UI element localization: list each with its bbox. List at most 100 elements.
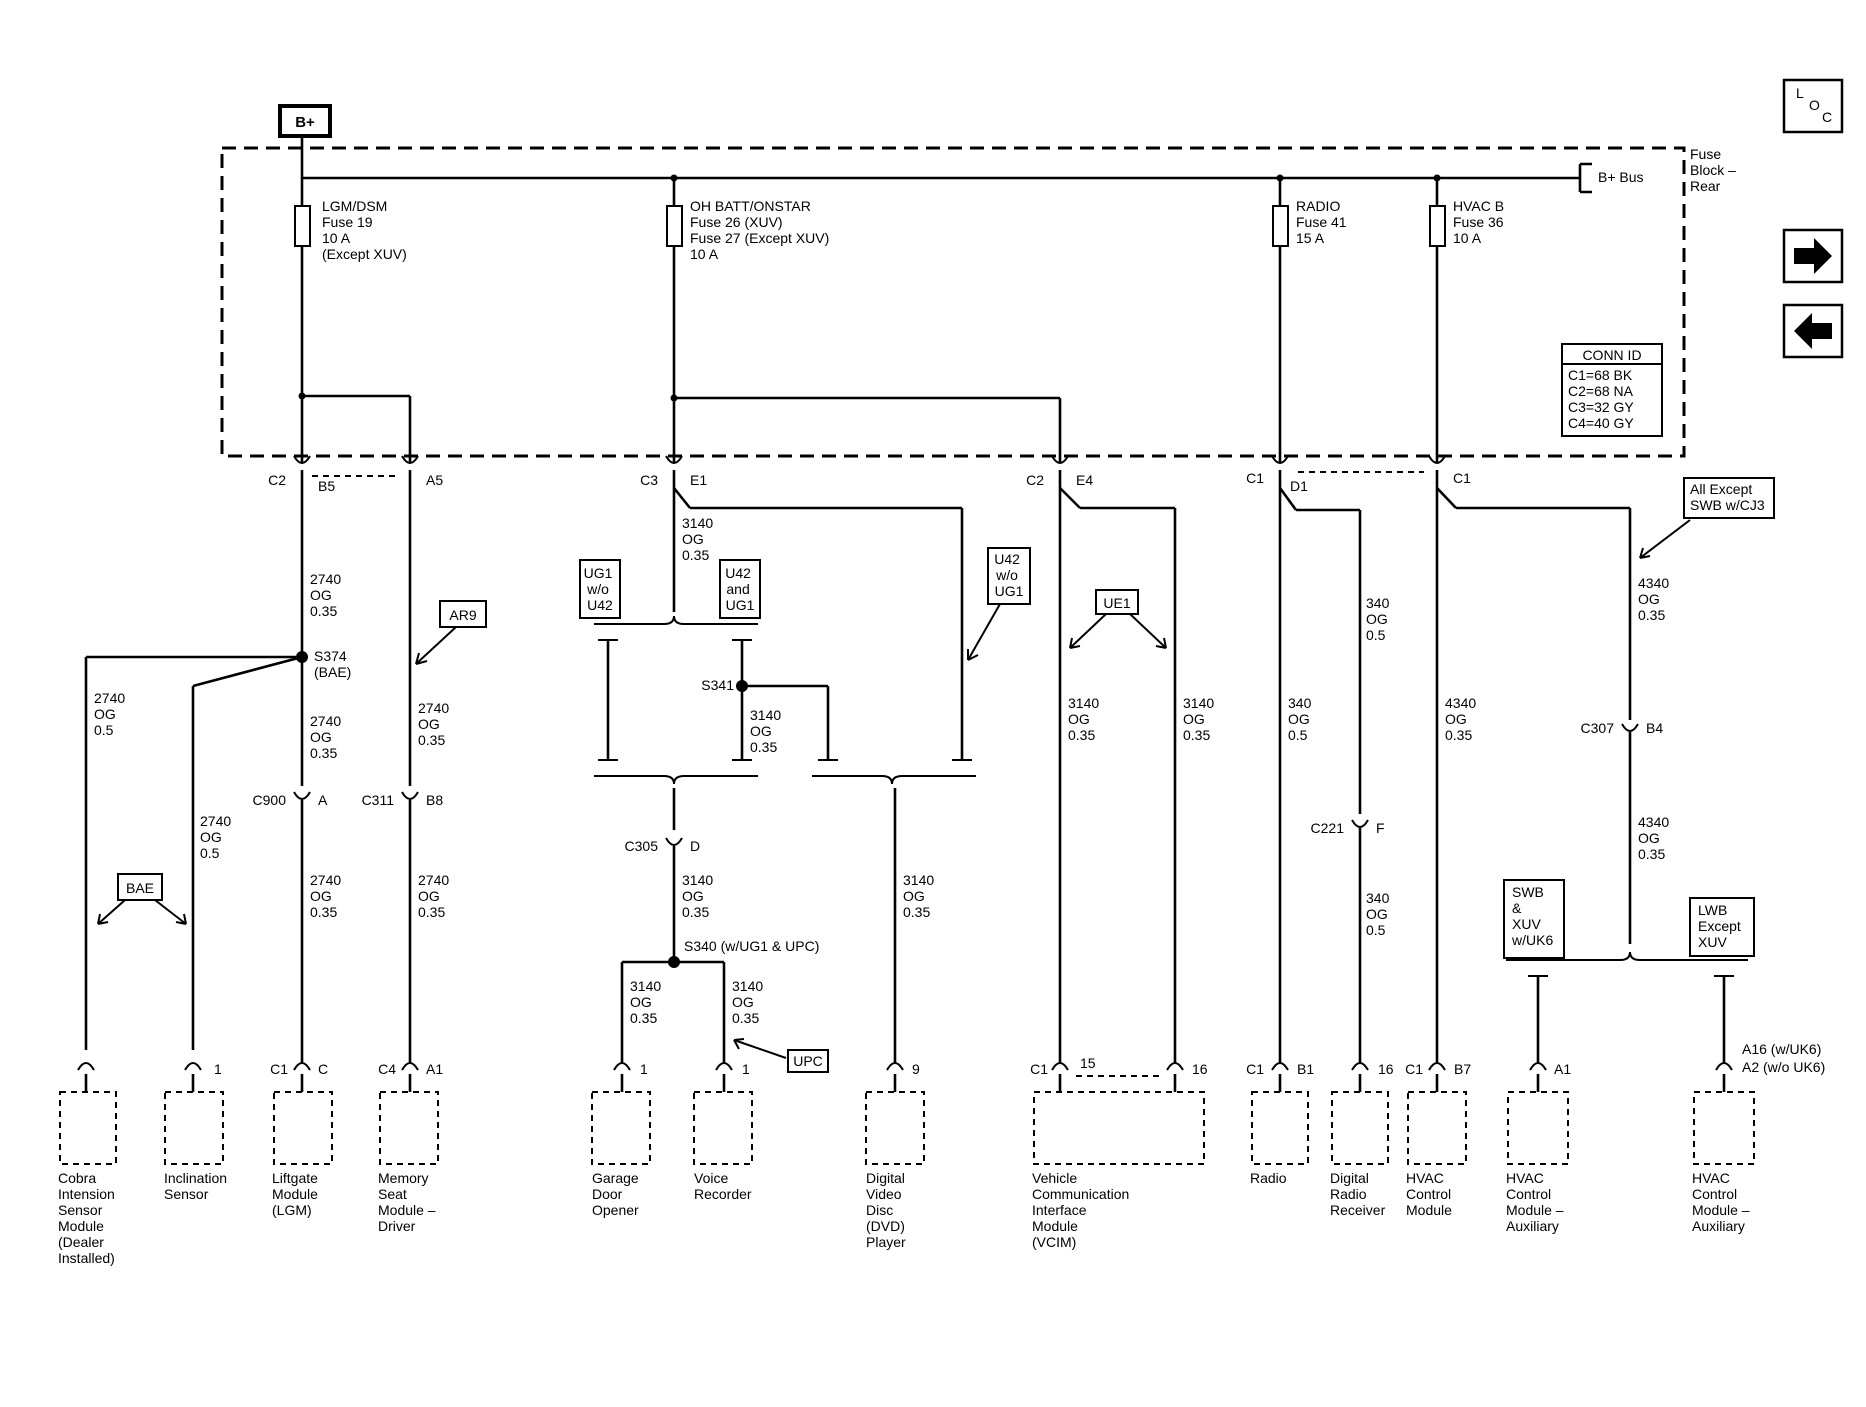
svg-text:OH BATT/ONSTAR Fuse 26 (: OH BATT/ONSTAR Fuse 26 (XUV) Fuse 27 (Ex… <box>690 198 833 262</box>
wire-label: 2740 OG 0.35 <box>418 872 453 920</box>
wire-label: 2740 OG 0.5 <box>94 690 129 738</box>
svg-text:S374 (BAE): S374 (BAE) <box>314 648 351 680</box>
circuit-hvac: 4340 OG 0.35 All Except SWB w/CJ3 4340 O… <box>1435 470 1775 1064</box>
fuse-block-outline <box>220 146 1686 458</box>
svg-text:BAE: BAE <box>126 880 154 896</box>
fuse-block-label: Fuse Block – Rear <box>1690 146 1740 194</box>
svg-text:UPC: UPC <box>793 1053 823 1069</box>
svg-text:15: 15 <box>1080 1055 1096 1071</box>
svg-text:C900: C900 <box>253 792 287 808</box>
wire-label: 2740 OG 0.35 <box>310 571 345 619</box>
fuse-lgm-dsm: LGM/DSM Fuse 19 10 A (Except XUV) <box>294 178 407 462</box>
component-radio: C1 B1 Radio <box>1246 1061 1314 1186</box>
svg-text:9: 9 <box>912 1061 920 1077</box>
circuit-memory-seat: AR9 2740 OG 0.35 C311 B8 2740 OG 0.35 <box>362 470 487 1064</box>
wire-label: 3140 OG 0.35 <box>750 707 785 755</box>
svg-text:UG1 w/o U42: UG1 w/o U42 <box>584 565 617 613</box>
wire-label: 3140 OG 0.35 <box>1068 695 1103 743</box>
circuit-onstar: 3140 OG 0.35 UG1 w/o U42 U42 and UG1 S34… <box>579 470 1031 1073</box>
svg-text:UE1: UE1 <box>1103 595 1130 611</box>
wire-label: 4340 OG 0.35 <box>1445 695 1480 743</box>
option-bae: BAE <box>97 873 187 925</box>
conn-d1: D1 <box>1290 478 1308 494</box>
wire-label: 3140 OG 0.35 <box>732 978 767 1026</box>
svg-text:1: 1 <box>742 1061 750 1077</box>
wire-label: 340 OG 0.5 <box>1366 595 1393 643</box>
svg-text:CONN ID: CONN ID <box>1582 347 1641 363</box>
fuse-hvac-b: HVAC B Fuse 36 10 A <box>1429 178 1508 462</box>
wire-label: 3140 OG 0.35 <box>630 978 665 1026</box>
svg-text:C1: C1 <box>1246 1061 1264 1077</box>
svg-text:C: C <box>1822 109 1832 125</box>
wire-label: 340 OG 0.5 <box>1366 890 1393 938</box>
svg-text:B8: B8 <box>426 792 443 808</box>
svg-text:1: 1 <box>640 1061 648 1077</box>
svg-text:B7: B7 <box>1454 1061 1471 1077</box>
svg-text:LGM/DSM Fuse 19 10: LGM/DSM Fuse 19 10 A (Except XUV) <box>322 198 407 262</box>
conn-c1b: C1 <box>1453 470 1471 486</box>
svg-text:B4: B4 <box>1646 720 1663 736</box>
svg-text:S341: S341 <box>701 677 734 693</box>
wire-label: 2740 OG 0.5 <box>200 813 235 861</box>
svg-text:A2 (w/o UK6): A2 (w/o UK6) <box>1742 1059 1825 1075</box>
svg-text:A: A <box>318 792 328 808</box>
next-arrow-icon <box>1794 238 1832 274</box>
wire-label: 4340 OG 0.35 <box>1638 575 1673 623</box>
svg-text:C311: C311 <box>362 792 395 808</box>
loc-button[interactable]: L O C <box>1782 78 1844 134</box>
svg-text:C1: C1 <box>1030 1061 1048 1077</box>
svg-text:C1: C1 <box>1405 1061 1423 1077</box>
svg-text:B1: B1 <box>1297 1061 1314 1077</box>
wire-label: 340 OG 0.5 <box>1288 695 1315 743</box>
wire-label: 2740 OG 0.35 <box>310 713 345 761</box>
wire-label: 3140 OG 0.35 <box>682 515 717 563</box>
b-plus-source-label: B+ <box>295 114 315 131</box>
svg-text:RADIO Fuse 41 15 A: RADIO Fuse 41 15 A <box>1296 198 1350 246</box>
conn-id-table: CONN ID C1=68 BK C2=68 NA C3=32 GY C4=40… <box>1561 343 1663 437</box>
svg-text:16: 16 <box>1378 1061 1394 1077</box>
svg-text:A1: A1 <box>1554 1061 1571 1077</box>
prev-page-button[interactable] <box>1782 303 1844 359</box>
conn-c1: C1 <box>1246 470 1264 486</box>
circuit-vcim: UE1 3140 OG 0.35 3140 OG 0.35 <box>1058 470 1214 1064</box>
svg-text:U42 and UG1: U42 and UG1 <box>725 565 755 613</box>
wire-label: 3140 OG 0.35 <box>682 872 717 920</box>
svg-text:HVAC B Fuse 36 10: HVAC B Fuse 36 10 A <box>1453 198 1508 246</box>
svg-text:S340 (w/UG1 & UPC): S340 (w/UG1 & UPC) <box>684 938 819 954</box>
conn-c3: C3 <box>640 472 658 488</box>
fuse-radio: RADIO Fuse 41 15 A <box>1272 178 1350 462</box>
b-plus-source-box <box>278 104 332 138</box>
circuit-lgm: 2740 OG 0.35 S374 (BAE) 2740 OG 0.5 2740… <box>84 470 351 1064</box>
svg-text:F: F <box>1376 820 1385 836</box>
svg-text:U42 w/o UG1: U42 w/o UG1 <box>994 551 1024 599</box>
svg-text:1: 1 <box>214 1061 222 1077</box>
svg-text:C4: C4 <box>378 1061 396 1077</box>
next-page-button[interactable] <box>1782 228 1844 284</box>
wire-label: 2740 OG 0.35 <box>418 700 453 748</box>
svg-text:C1: C1 <box>270 1061 288 1077</box>
prev-arrow-icon <box>1794 313 1832 349</box>
conn-e4: E4 <box>1076 472 1093 488</box>
svg-text:C307: C307 <box>1581 720 1615 736</box>
